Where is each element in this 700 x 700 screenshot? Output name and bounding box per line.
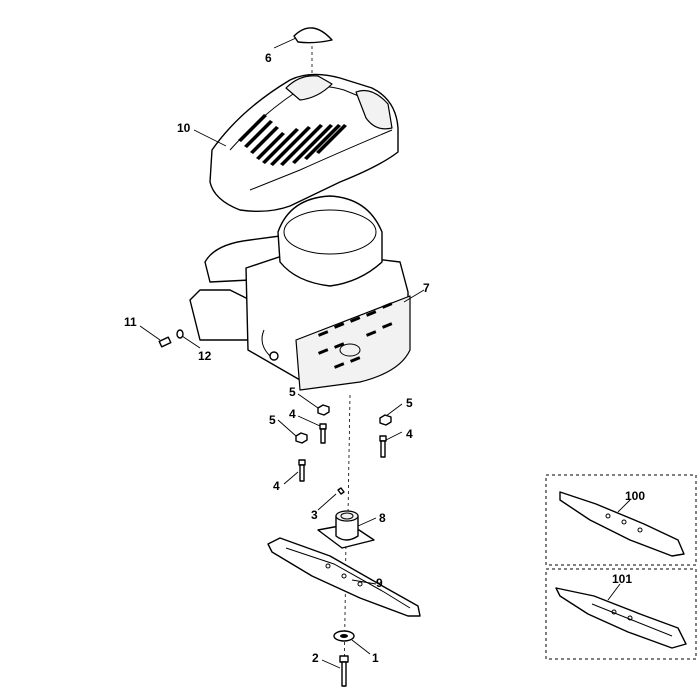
callout-5b: 5 <box>269 413 276 427</box>
callout-12: 12 <box>198 349 212 363</box>
callout-2: 2 <box>312 651 319 665</box>
callout-101: 101 <box>612 572 632 586</box>
part-11-screw <box>158 336 172 348</box>
callout-11: 11 <box>124 315 137 329</box>
callout-5a: 5 <box>289 385 296 399</box>
callout-10: 10 <box>177 121 191 135</box>
part-2-blade-bolt <box>339 655 349 687</box>
callout-8: 8 <box>379 511 386 525</box>
part-4-bolt-b <box>379 435 387 458</box>
part-1-washer <box>333 630 355 642</box>
part-6-cap <box>293 27 333 44</box>
inset-box-101 <box>545 568 697 660</box>
part-8-blade-adapter <box>317 510 375 549</box>
callout-4c: 4 <box>273 479 280 493</box>
callout-3: 3 <box>311 508 318 522</box>
part-7-engine <box>189 195 411 391</box>
part-12-washer <box>176 329 184 339</box>
callout-labels: 6 10 7 11 12 5 4 5 5 4 4 3 8 9 1 2 100 1… <box>124 51 645 665</box>
callout-100: 100 <box>625 489 645 503</box>
callout-1: 1 <box>372 651 379 665</box>
part-3-key <box>337 487 345 495</box>
callout-7: 7 <box>423 281 430 295</box>
callout-5c: 5 <box>406 396 413 410</box>
callout-4a: 4 <box>289 407 296 421</box>
part-9-blade <box>267 537 421 617</box>
part-5-nut-c <box>379 414 392 426</box>
leader-lines <box>139 37 631 669</box>
part-4-bolt-c <box>298 459 306 482</box>
inset-box-100 <box>545 474 697 566</box>
part-4-bolt-a <box>319 423 327 444</box>
callout-9: 9 <box>376 576 383 590</box>
part-10-engine-cover <box>209 73 399 213</box>
part-5-nut-a <box>317 404 330 416</box>
callout-6: 6 <box>265 51 272 65</box>
part-5-nut-b <box>295 432 308 444</box>
callout-4b: 4 <box>406 427 413 441</box>
